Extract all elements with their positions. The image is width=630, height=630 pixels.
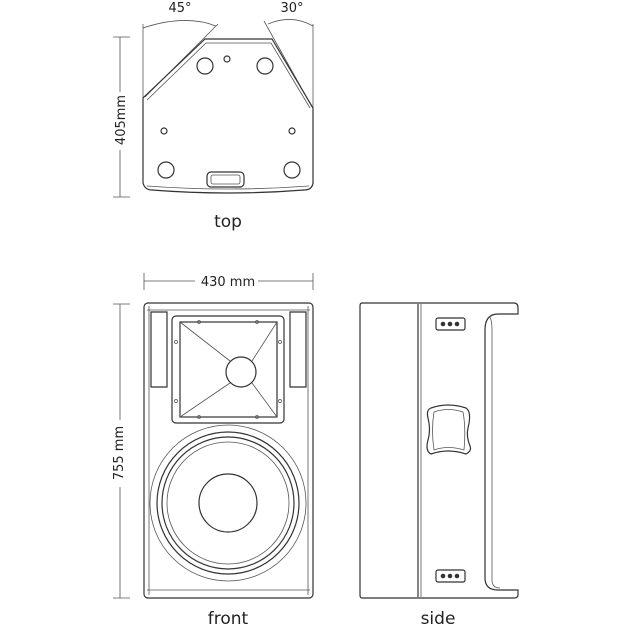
horn (179, 321, 278, 418)
depth-dimension-line (113, 36, 130, 198)
angle-left-label: 45° (168, 1, 191, 16)
compression-driver (225, 356, 257, 388)
width-dimension-label: 430 mm (201, 275, 255, 290)
top-hole (157, 161, 175, 179)
top-hole (196, 57, 214, 75)
angle-arc-left (142, 20, 217, 29)
side-rigging-bottom (435, 569, 466, 583)
front-view: 430 mm 755 mm (112, 273, 314, 599)
top-view-label: top (214, 212, 242, 232)
top-view: 405mm 45° 30° top (113, 1, 314, 232)
woofer (149, 424, 307, 582)
side-handle (426, 404, 472, 455)
height-dimension-line (113, 303, 130, 599)
depth-dimension-label: 405mm (114, 95, 129, 145)
top-outline (142, 38, 314, 194)
angle-right-label: 30° (280, 1, 303, 16)
top-hole (256, 57, 274, 75)
height-dimension-label: 755 mm (112, 426, 127, 480)
width-dimension-line (143, 273, 314, 290)
top-handle (206, 171, 245, 188)
side-cabinet (359, 302, 519, 599)
front-view-label: front (208, 609, 249, 629)
front-cabinet (143, 302, 314, 599)
side-rigging-top (435, 317, 466, 331)
horn-flange (171, 315, 285, 424)
side-view-label: side (421, 609, 456, 629)
side-view (359, 302, 519, 599)
top-hole (283, 161, 301, 179)
angle-arc-right (267, 19, 314, 27)
